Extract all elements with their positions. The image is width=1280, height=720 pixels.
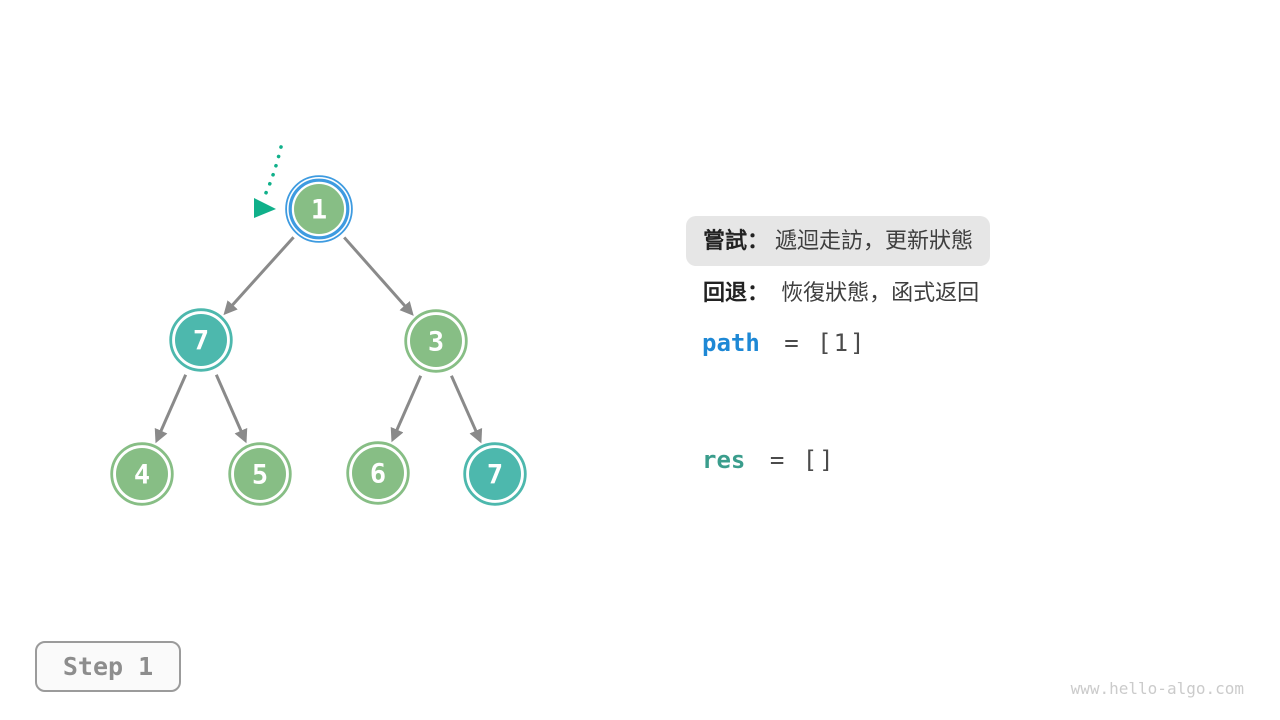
tree-node-value: 4 [134, 460, 150, 491]
tree-node-value: 3 [428, 327, 444, 358]
tree-node-value: 5 [252, 460, 268, 491]
current-node-pointer-icon [254, 145, 283, 218]
try-annotation-text: 遞迴走訪，更新狀態 [775, 228, 974, 253]
tree-node-value: 1 [311, 195, 327, 226]
tree-node-value: 6 [370, 459, 386, 490]
step-badge: Step 1 [35, 641, 181, 692]
backtrack-annotation-label: 回退： [703, 280, 770, 305]
tree-node-value: 7 [193, 326, 209, 357]
backtrack-annotation: 回退： 恢復狀態，函式返回 [703, 280, 979, 306]
tree-edge-arrow [223, 236, 295, 316]
res-variable-line: res = [] [702, 445, 836, 475]
try-annotation-label: 嘗試： [703, 228, 770, 253]
tree-node-current: 1 [285, 175, 353, 243]
path-variable-name: path [702, 329, 760, 357]
path-variable-line: path = [1] [702, 328, 867, 358]
tree-edge-arrow [390, 375, 423, 443]
tree-node: 7 [169, 308, 233, 372]
tree-node-value: 7 [487, 460, 503, 491]
tree-node: 6 [346, 441, 410, 505]
tree-node: 4 [110, 442, 174, 506]
path-variable-value: = [1] [784, 329, 867, 357]
tree-edge-arrow [343, 236, 414, 316]
res-variable-value: = [] [769, 446, 836, 474]
tree-node: 3 [404, 309, 468, 373]
tree-edge-arrow [214, 374, 248, 444]
res-variable-name: res [702, 446, 746, 474]
tree-node: 7 [463, 442, 527, 506]
try-annotation: 嘗試： 遞迴走訪，更新狀態 [686, 216, 991, 266]
watermark: www.hello-algo.com [1070, 679, 1244, 698]
tree-edge-arrow [450, 375, 483, 444]
backtrack-annotation-text: 恢復狀態，函式返回 [781, 280, 980, 305]
tree-edge-arrow [154, 374, 188, 444]
tree-node: 5 [228, 442, 292, 506]
